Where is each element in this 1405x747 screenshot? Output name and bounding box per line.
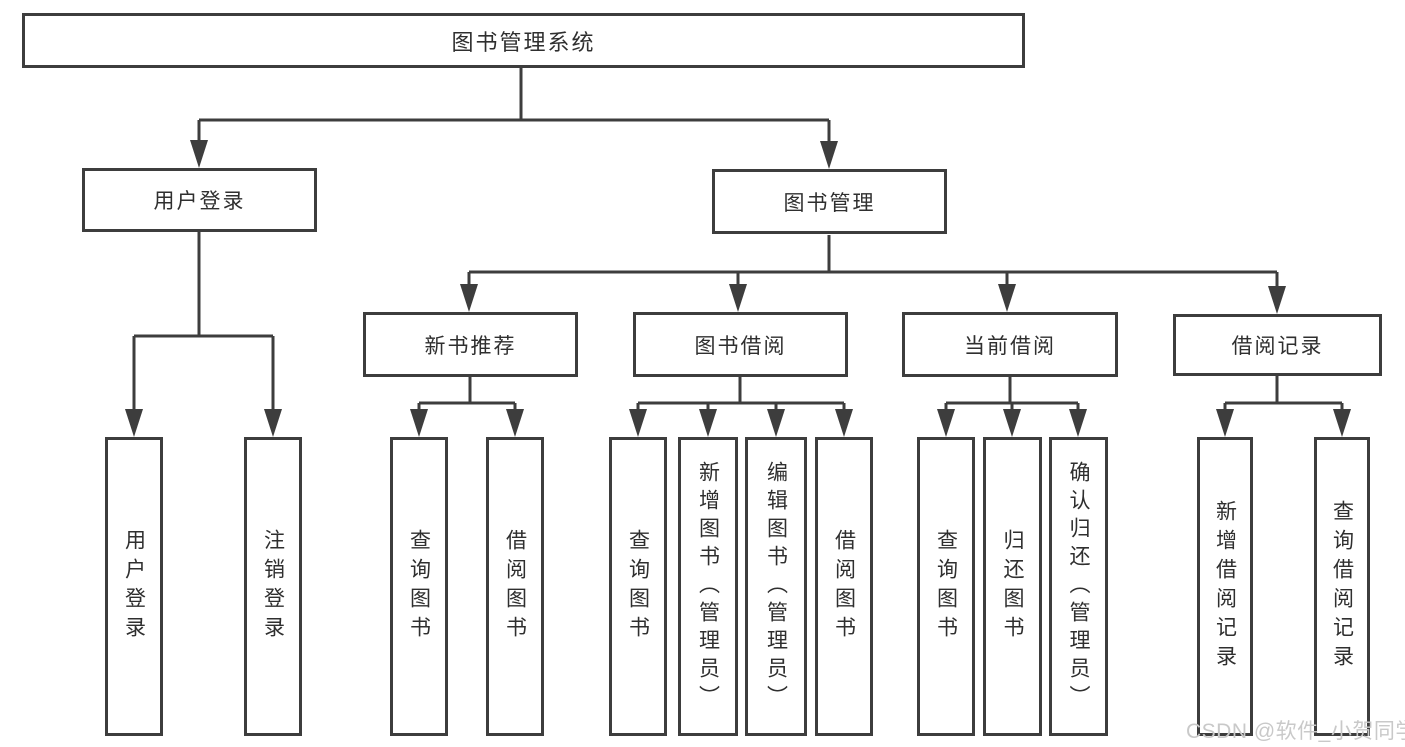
node-new-book-recommend: 新书推荐	[363, 312, 578, 377]
arrowhead	[1003, 409, 1021, 437]
arrowhead	[1268, 286, 1286, 314]
node-book-borrowing: 图书借阅	[633, 312, 848, 377]
arrowhead	[1333, 409, 1351, 437]
node-library-management-system: 图书管理系统	[22, 13, 1025, 68]
connector-new-book-children	[410, 377, 524, 437]
leaf-query-books-borrow: 查询图书	[609, 437, 667, 736]
arrowhead	[629, 409, 647, 437]
arrowhead	[125, 409, 143, 437]
arrowhead	[998, 284, 1016, 312]
leaf-logout: 注销登录	[244, 437, 302, 736]
arrowhead	[699, 409, 717, 437]
csdn-watermark: CSDN @软件_小贺同学	[1186, 720, 1405, 743]
connector-book-borrow-children	[629, 377, 853, 437]
connector-borrow-record-children	[1216, 376, 1351, 437]
connector-root-to-level2	[190, 68, 838, 169]
arrowhead	[460, 284, 478, 312]
node-borrowing-records: 借阅记录	[1173, 314, 1382, 376]
arrowhead	[937, 409, 955, 437]
node-current-borrowing: 当前借阅	[902, 312, 1118, 377]
arrowhead	[1069, 409, 1087, 437]
arrowhead	[506, 409, 524, 437]
leaf-add-books-admin: 新增图书（管理员）	[678, 437, 738, 736]
leaf-borrow-books: 借阅图书	[815, 437, 873, 736]
arrowhead	[820, 141, 838, 169]
arrowhead	[767, 409, 785, 437]
arrowhead	[729, 284, 747, 312]
leaf-edit-books-admin: 编辑图书（管理员）	[745, 437, 807, 736]
arrowhead	[1216, 409, 1234, 437]
leaf-borrow-books-recommend: 借阅图书	[486, 437, 544, 736]
leaf-query-books-current: 查询图书	[917, 437, 975, 736]
arrowhead	[264, 409, 282, 437]
connector-book-management-children	[460, 235, 1286, 314]
leaf-return-books: 归还图书	[983, 437, 1042, 736]
arrowhead	[190, 140, 208, 168]
leaf-query-borrow-record: 查询借阅记录	[1314, 437, 1370, 736]
connector-user-login-children	[125, 232, 282, 437]
node-user-login: 用户登录	[82, 168, 317, 232]
leaf-add-borrow-record: 新增借阅记录	[1197, 437, 1253, 736]
arrowhead	[835, 409, 853, 437]
connector-current-borrow-children	[937, 377, 1087, 437]
leaf-user-login: 用户登录	[105, 437, 163, 736]
node-book-management: 图书管理	[712, 169, 947, 234]
leaf-query-books-recommend: 查询图书	[390, 437, 448, 736]
arrowhead	[410, 409, 428, 437]
leaf-confirm-return-admin: 确认归还（管理员）	[1049, 437, 1108, 736]
